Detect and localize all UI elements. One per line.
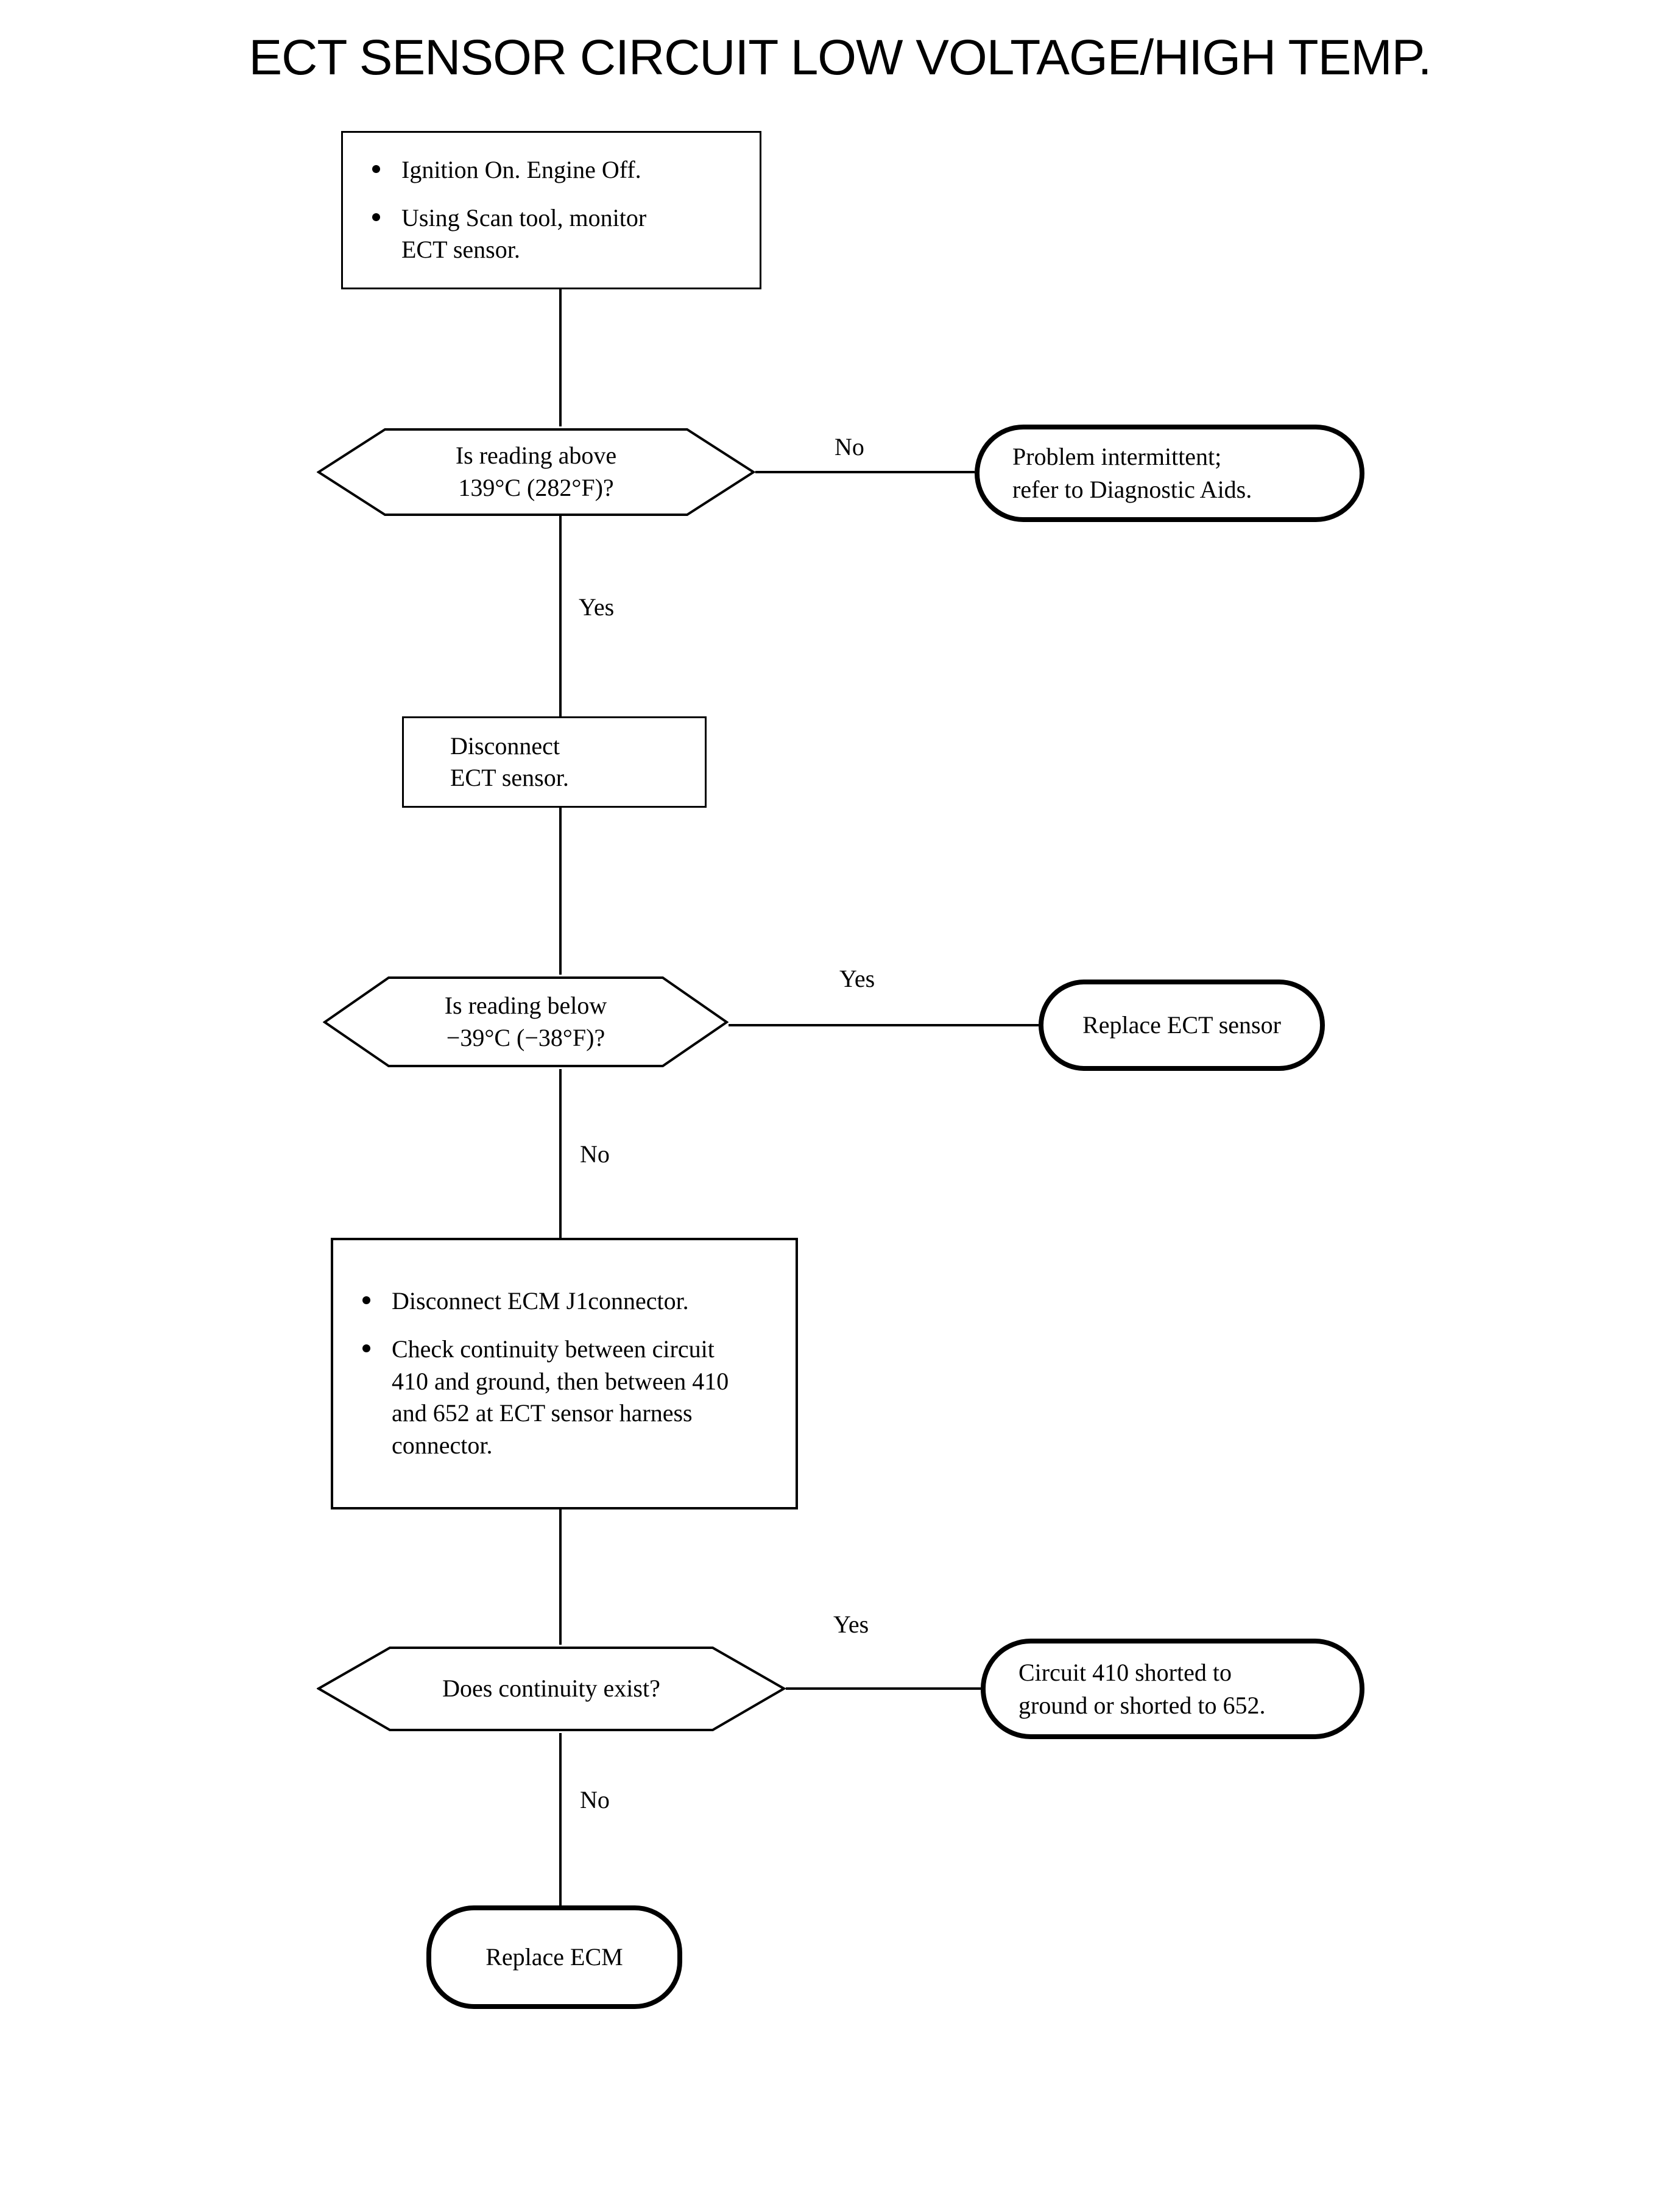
decision-3-line-1: Does continuity exist? bbox=[442, 1675, 660, 1703]
stadium-shape-icon bbox=[1039, 980, 1325, 1071]
decision-3-hexagon: Does continuity exist? bbox=[317, 1645, 786, 1733]
list-item: Disconnect ECM J1connector. bbox=[354, 1285, 777, 1318]
list-item: Ignition On. Engine Off. bbox=[364, 154, 745, 186]
edge-label-decision3-no: No bbox=[580, 1786, 610, 1813]
edge-label-decision1-yes: Yes bbox=[579, 593, 615, 621]
edge-label-decision3-yes: Yes bbox=[833, 1611, 869, 1638]
outcome-1-label: Problem intermittent; refer to Diagnosti… bbox=[1012, 440, 1339, 506]
decision-2-line-2: −39°C (−38°F)? bbox=[446, 1023, 605, 1051]
stadium-shape-icon bbox=[975, 425, 1364, 522]
outcome-2-terminator: Replace ECT sensor bbox=[1039, 980, 1325, 1071]
edge-label-decision1-no: No bbox=[835, 433, 864, 461]
hexagon-shape-icon bbox=[317, 428, 755, 516]
step-3-bullet-list: Disconnect ECM J1connector. Check contin… bbox=[354, 1285, 777, 1462]
outcome-1-line-1: Problem intermittent; bbox=[1012, 443, 1222, 471]
outcome-4-label: Replace ECM bbox=[445, 1941, 664, 1974]
decision-2-label: Is reading below −39°C (−38°F)? bbox=[323, 990, 729, 1054]
outcome-3-terminator: Circuit 410 shorted to ground or shorted… bbox=[981, 1639, 1364, 1739]
decision-1-line-2: 139°C (282°F)? bbox=[458, 474, 614, 501]
decision-2-line-1: Is reading below bbox=[444, 991, 607, 1019]
page-title: ECT SENSOR CIRCUIT LOW VOLTAGE/HIGH TEMP… bbox=[249, 30, 1431, 85]
hexagon-shape-icon bbox=[317, 1647, 786, 1731]
outcome-1-line-2: refer to Diagnostic Aids. bbox=[1012, 476, 1252, 503]
bullet-dot-icon bbox=[362, 1344, 370, 1353]
outcome-2-label: Replace ECT sensor bbox=[1057, 1009, 1307, 1042]
step-1-bullet-1-text: Ignition On. Engine Off. bbox=[401, 155, 641, 183]
decision-2-hexagon: Is reading below −39°C (−38°F)? bbox=[323, 975, 729, 1069]
step-1-bullet-2-text: Using Scan tool, monitor ECT sensor. bbox=[401, 203, 647, 264]
decision-1-label: Is reading above 139°C (282°F)? bbox=[317, 440, 755, 504]
step-1-process-box: Ignition On. Engine Off. Using Scan tool… bbox=[341, 131, 761, 289]
step-1-bullet-list: Ignition On. Engine Off. Using Scan tool… bbox=[364, 154, 745, 266]
list-item: Check continuity between circuit 410 and… bbox=[354, 1333, 777, 1462]
outcome-1-terminator: Problem intermittent; refer to Diagnosti… bbox=[975, 425, 1364, 522]
step-3-bullet-1-text: Disconnect ECM J1connector. bbox=[392, 1287, 689, 1315]
step-2-process-box: Disconnect ECT sensor. bbox=[402, 716, 707, 808]
decision-1-line-1: Is reading above bbox=[455, 442, 617, 470]
outcome-3-label: Circuit 410 shorted to ground or shorted… bbox=[1018, 1656, 1340, 1721]
step-3-process-box: Disconnect ECM J1connector. Check contin… bbox=[331, 1238, 798, 1509]
hexagon-shape-icon bbox=[323, 976, 729, 1067]
outcome-4-line-1: Replace ECM bbox=[485, 1943, 623, 1971]
step-2-line-2: ECT sensor. bbox=[450, 764, 569, 791]
outcome-3-line-1: Circuit 410 shorted to bbox=[1018, 1658, 1232, 1686]
outcome-4-terminator: Replace ECM bbox=[426, 1905, 682, 2009]
bullet-dot-icon bbox=[372, 213, 380, 221]
step-2-label: Disconnect ECT sensor. bbox=[450, 730, 569, 794]
decision-3-label: Does continuity exist? bbox=[317, 1673, 786, 1705]
stadium-shape-icon bbox=[981, 1639, 1364, 1739]
list-item: Using Scan tool, monitor ECT sensor. bbox=[364, 202, 745, 267]
step-3-bullet-2-text: Check continuity between circuit 410 and… bbox=[392, 1335, 729, 1460]
edge-label-decision2-no: No bbox=[580, 1140, 610, 1168]
bullet-dot-icon bbox=[372, 165, 380, 174]
stadium-shape-icon bbox=[426, 1905, 682, 2009]
outcome-3-line-2: ground or shorted to 652. bbox=[1018, 1691, 1266, 1719]
outcome-2-line-1: Replace ECT sensor bbox=[1082, 1011, 1281, 1039]
edge-label-decision2-yes: Yes bbox=[839, 965, 875, 992]
decision-1-hexagon: Is reading above 139°C (282°F)? bbox=[317, 426, 755, 518]
bullet-dot-icon bbox=[362, 1296, 370, 1305]
step-2-line-1: Disconnect bbox=[450, 732, 560, 760]
